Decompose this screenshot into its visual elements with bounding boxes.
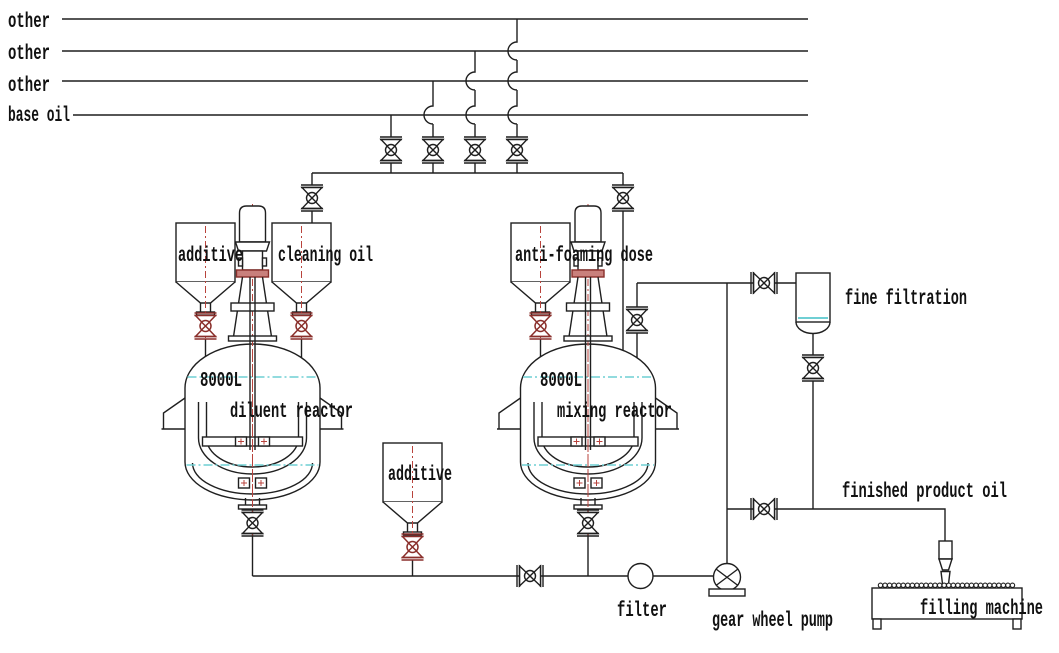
label-mixing-capacity: 8000L — [540, 370, 582, 393]
bottle — [895, 582, 902, 589]
bottle — [909, 582, 916, 589]
label-other-1: other — [8, 11, 50, 34]
drop-leg-other-2 — [465, 51, 476, 173]
bottle — [891, 582, 897, 589]
bottle — [1000, 582, 1007, 589]
label-diluent-reactor: diluent reactor — [230, 401, 353, 424]
label-fine-filtration: fine filtration — [845, 288, 967, 311]
filling-machine-leg-left — [872, 618, 882, 630]
filling-nozzle-tip — [940, 570, 951, 585]
bottle — [882, 582, 888, 589]
other-supply-valve-2 — [463, 136, 487, 164]
filtration-feed-valve — [750, 271, 778, 295]
drop-leg-other-1 — [507, 19, 518, 173]
other-supply-valve-3 — [421, 136, 445, 164]
label-mixing-reactor: mixing reactor — [557, 401, 672, 424]
bottle — [886, 582, 893, 589]
finished-product-line — [727, 508, 946, 541]
bottle — [945, 582, 952, 589]
bottle — [923, 582, 929, 589]
bottle — [936, 582, 943, 589]
labels: other other other base oil additive clea… — [8, 11, 1043, 633]
additive-left-valve — [193, 312, 218, 340]
finished-product-valve — [750, 497, 778, 521]
filling-nozzle-cone — [938, 558, 953, 571]
filling-nozzle-body — [938, 540, 953, 560]
bottle — [973, 582, 979, 589]
bottle — [941, 582, 947, 589]
label-filling-machine: filling machine — [920, 598, 1043, 621]
bottle — [977, 582, 984, 589]
bottle — [1005, 582, 1011, 589]
label-cleaning-oil: cleaning oil — [278, 245, 373, 268]
drop-leg-other-3 — [423, 81, 434, 173]
bottle — [991, 582, 997, 589]
fine-filtration-vessel — [795, 272, 831, 335]
bottle — [877, 582, 884, 589]
label-additive-left: additive — [178, 245, 243, 268]
fine-filtration-bottom-head — [795, 321, 831, 335]
bottle — [996, 582, 1002, 589]
filling-machine-group — [871, 540, 1023, 630]
bottle — [955, 582, 961, 589]
bottle — [986, 582, 993, 589]
label-additive-center: additive — [388, 464, 452, 487]
bottle — [1009, 582, 1016, 589]
anti-foaming-valve — [528, 312, 553, 340]
filtration-drain-valve — [801, 354, 825, 382]
header-left-valve — [300, 184, 324, 212]
label-anti-foaming-dose: anti-foaming dose — [515, 245, 653, 268]
header-right-valve — [611, 184, 635, 212]
label-gear-wheel-pump: gear wheel pump — [712, 610, 833, 633]
bottle — [959, 582, 966, 589]
supply-lines — [62, 18, 808, 350]
bottle — [950, 582, 957, 589]
bottom-header-valve — [516, 564, 544, 588]
bottle — [968, 582, 975, 589]
label-filter: filter — [617, 600, 667, 623]
label-finished-product-oil: finished product oil — [842, 481, 1007, 504]
mixing-bottom-valve — [576, 509, 600, 537]
label-other-2: other — [8, 43, 50, 66]
bottle — [900, 582, 906, 589]
recirculation-valve — [625, 306, 649, 334]
bottle — [927, 582, 934, 589]
base-oil-supply-valve — [379, 136, 403, 164]
diluent-bottom-valve — [240, 509, 265, 537]
filling-machine-leg-right — [1012, 618, 1022, 630]
cleaning-oil-valve — [289, 312, 314, 340]
label-other-3: other — [8, 75, 50, 98]
additive-center-valve — [400, 533, 425, 561]
filter-symbol — [627, 562, 654, 590]
gear-wheel-pump-symbol — [708, 562, 746, 597]
pump-base — [708, 588, 746, 597]
fine-filtration-shell — [795, 272, 831, 323]
bottle — [964, 582, 970, 589]
bottle — [982, 582, 988, 589]
bottle — [914, 582, 920, 589]
pump-impeller — [715, 568, 739, 587]
bottle — [905, 582, 911, 589]
bottle — [918, 582, 925, 589]
bottle — [932, 582, 938, 589]
bottle-row — [877, 582, 1016, 589]
label-diluent-capacity: 8000L — [200, 370, 242, 393]
filling-machine-body — [871, 587, 1023, 620]
other-supply-valve-1 — [505, 136, 529, 164]
label-base-oil: base oil — [8, 105, 70, 128]
